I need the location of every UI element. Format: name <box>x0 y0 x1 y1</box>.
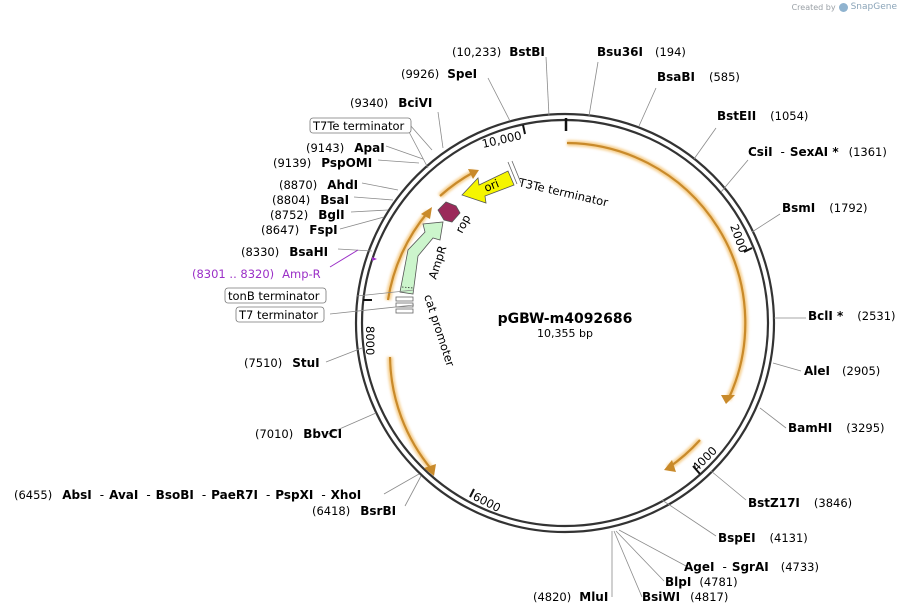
tonb-terminator-box: tonB terminator <box>224 287 327 304</box>
ruler-tick-6000 <box>469 488 475 498</box>
t7-terminator-label: T7 terminator <box>238 308 318 322</box>
snapgene-logo-icon <box>838 2 848 12</box>
orf-upper-left-arrow <box>437 169 479 199</box>
enzyme-bsiwi: BsiWI(4817) <box>642 590 728 604</box>
orf-left-arrow <box>385 207 432 301</box>
orf-lower-right-arrow <box>664 437 703 472</box>
enzyme-ahdi: (8870)AhdI <box>279 178 358 192</box>
plasmid-length: 10,355 bp <box>537 327 593 340</box>
enzyme-bamhi: BamHI(3295) <box>788 421 885 435</box>
enzyme-bcivi: (9340)BciVI <box>350 96 432 110</box>
enzyme-pspomi: (9139)PspOMI <box>273 156 372 170</box>
enzyme-alei: AleI(2905) <box>804 364 880 378</box>
enzyme-bcli: BclI *(2531) <box>808 309 896 323</box>
snapgene-watermark: Created by SnapGene <box>792 2 897 12</box>
t7te-terminator-box: T7Te terminator <box>309 117 412 134</box>
ampr-label: AmpR <box>426 244 450 281</box>
ori-label: ori <box>482 176 501 195</box>
ampr-feature: AmpR <box>399 221 450 295</box>
enzyme-blpi: BlpI(4781) <box>665 575 738 589</box>
ruler-tick-2000 <box>743 247 753 253</box>
orf-large-arrow <box>566 140 749 404</box>
t7te-terminator-label: T7Te terminator <box>312 119 405 133</box>
enzyme-bsahi: (8330)BsaHI <box>241 245 328 259</box>
enzyme-bsrbi: (6418)BsrBI <box>312 504 396 518</box>
enzyme-bspei: BspEI(4131) <box>718 531 808 545</box>
backbone-outer-ring <box>354 112 776 534</box>
rop-feature: rop <box>437 201 473 235</box>
cat-promoter-label: cat promoter <box>421 293 458 369</box>
tonb-terminator-label: tonB terminator <box>228 289 320 303</box>
enzyme-bsabi: BsaBI(585) <box>657 70 740 84</box>
ruler-label-10000: 10,000 <box>481 128 523 151</box>
enzyme-agei: AgeI-SgrAI(4733) <box>684 560 819 574</box>
enzyme-bsai: (8804)BsaI <box>272 193 349 207</box>
enzyme-bbvci: (7010)BbvCI <box>255 427 342 441</box>
ruler-tick-4000 <box>692 465 701 475</box>
ori-feature: ori <box>461 170 515 204</box>
watermark-prefix: Created by <box>791 2 836 12</box>
enzyme-bstz17i: BstZ17I(3846) <box>748 496 852 510</box>
t3te-terminator-feature: T3Te terminator <box>507 160 610 210</box>
watermark-brand: SnapGene <box>850 2 897 12</box>
ruler-label-8000: 8000 <box>363 326 377 355</box>
enzyme-mlui: (4820)MluI <box>533 590 608 604</box>
t3te-terminator-label: T3Te terminator <box>516 175 609 209</box>
ruler-tick-10000 <box>522 124 526 135</box>
enzyme-bsteii: BstEII(1054) <box>717 109 808 123</box>
enzyme-bgli: (8752)BglI <box>270 208 345 222</box>
t7-terminator-box: T7 terminator <box>235 306 325 323</box>
enzyme-csii: CsiI-SexAI *(1361) <box>748 145 887 159</box>
enzyme-spei: (9926)SpeI <box>401 67 477 81</box>
enzyme-absi-group: (6455)AbsI-AvaI-BsoBI-PaeR7I-PspXI-XhoI <box>14 488 361 502</box>
primer-amp-r <box>329 249 377 268</box>
primer-label: (8301 .. 8320)Amp-R <box>192 267 321 281</box>
orf-lower-left-arrow <box>387 356 436 476</box>
leader-lines <box>325 56 806 598</box>
enzyme-bsmi: BsmI(1792) <box>782 201 868 215</box>
enzyme-bstbi: (10,233)BstBI <box>452 45 545 59</box>
enzyme-bsu36i: Bsu36I(194) <box>597 45 686 59</box>
enzyme-stui: (7510)StuI <box>244 356 320 370</box>
plasmid-name: pGBW-m4092686 <box>498 311 633 327</box>
enzyme-apai: (9143)ApaI <box>306 141 385 155</box>
enzyme-fspi: (8647)FspI <box>261 223 338 237</box>
